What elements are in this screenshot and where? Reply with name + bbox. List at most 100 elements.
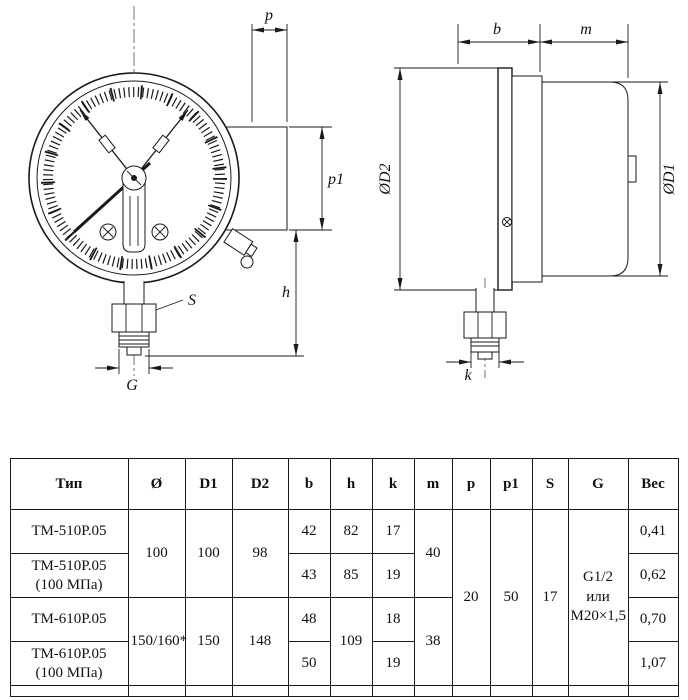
cell-diameter: 100 bbox=[127, 509, 186, 598]
cell-k: 18 bbox=[371, 597, 415, 642]
cell-h: 109 bbox=[329, 597, 373, 686]
dial-inner-ring bbox=[36, 80, 232, 276]
cell-ves: 1,07 bbox=[627, 641, 679, 686]
side-fitting-tip bbox=[477, 351, 493, 360]
cell-h: 85 bbox=[329, 553, 373, 598]
cell-b: 42 bbox=[287, 509, 331, 554]
cell-k: 19 bbox=[371, 553, 415, 598]
side-hex-nut bbox=[463, 311, 507, 339]
cell-p: 20 bbox=[451, 509, 491, 686]
col-header-p: p bbox=[451, 458, 491, 510]
cell-b: 43 bbox=[287, 553, 331, 598]
dim-label-g: G bbox=[126, 377, 138, 394]
hex-nut bbox=[111, 303, 157, 333]
col-header-s: S bbox=[531, 458, 569, 510]
col-header-k: k bbox=[371, 458, 415, 510]
cell-type: ТМ-510Р.05 bbox=[9, 509, 129, 554]
cable-gland bbox=[223, 227, 258, 258]
table-row: ТМ-510Р.05 100 100 98 42 82 17 40 20 50 … bbox=[9, 509, 679, 686]
gland-step bbox=[244, 243, 258, 258]
screw-left-cross2 bbox=[102, 226, 114, 238]
table-row: ТМ-610Р.05 (100 МПа) 50 19 1,07 bbox=[9, 641, 679, 686]
cell-p1: 50 bbox=[489, 509, 533, 686]
cell-diameter: 150/160* bbox=[127, 597, 187, 686]
cell-b: 50 bbox=[287, 641, 331, 686]
cell-m: 40 bbox=[413, 509, 453, 598]
cell-d2: 98 bbox=[231, 509, 289, 598]
cell-d1: 100 bbox=[184, 509, 233, 598]
fitting-tip bbox=[126, 346, 142, 356]
dim-label-h: h bbox=[282, 284, 290, 301]
drawing-canvas: p p1 h S G bbox=[28, 6, 678, 394]
col-header-g: G bbox=[567, 458, 629, 510]
dial-major-ticks bbox=[41, 85, 227, 271]
col-header-type: Тип bbox=[9, 458, 129, 510]
col-header-diameter: Ø bbox=[127, 458, 186, 510]
table-row-cutoff bbox=[9, 685, 679, 697]
dim-label-s: S bbox=[188, 292, 196, 309]
dim-s-leader bbox=[155, 299, 184, 311]
movement-bracket bbox=[122, 178, 146, 253]
gland-entry bbox=[240, 255, 254, 269]
empty-cell bbox=[413, 685, 453, 697]
cell-type: ТМ-610Р.05 (100 МПа) bbox=[9, 641, 129, 686]
neck-fill bbox=[124, 281, 144, 304]
case-screw-cross2 bbox=[503, 218, 511, 226]
back-terminal bbox=[627, 155, 637, 183]
dim-label-b: b bbox=[493, 21, 501, 38]
empty-cell bbox=[329, 685, 373, 697]
cell-d1: 150 bbox=[184, 597, 233, 686]
setpoint-knob-left bbox=[98, 134, 116, 154]
col-header-m: m bbox=[413, 458, 453, 510]
cell-b: 48 bbox=[287, 597, 331, 642]
dim-label-k: k bbox=[464, 367, 472, 384]
empty-cell bbox=[489, 685, 533, 697]
gauge-side-view: b m ØD2 ØD1 bbox=[377, 21, 678, 384]
col-header-p1: p1 bbox=[489, 458, 533, 510]
hub-axis bbox=[131, 175, 137, 181]
dim-label-p: p bbox=[264, 7, 273, 24]
gauge-front-view: p p1 h S G bbox=[28, 6, 344, 394]
cell-k: 19 bbox=[371, 641, 415, 686]
empty-cell bbox=[9, 685, 129, 697]
dim-label-m: m bbox=[580, 21, 592, 38]
cell-type: ТМ-510Р.05 (100 МПа) bbox=[9, 553, 129, 598]
col-header-d1: D1 bbox=[184, 458, 233, 510]
case-front bbox=[511, 75, 543, 283]
col-header-ves: Вес bbox=[627, 458, 679, 510]
empty-cell bbox=[184, 685, 233, 697]
cell-k: 17 bbox=[371, 509, 415, 554]
side-thread bbox=[470, 337, 500, 353]
cell-d2: 148 bbox=[231, 597, 289, 686]
dim-label-p1: p1 bbox=[327, 171, 344, 188]
empty-cell bbox=[627, 685, 679, 697]
setpoint-knob-right bbox=[152, 134, 170, 154]
screw-right-cross2 bbox=[154, 226, 166, 238]
cell-m: 38 bbox=[413, 597, 453, 686]
dim-label-d2: ØD2 bbox=[377, 163, 394, 195]
empty-cell bbox=[371, 685, 415, 697]
side-neck-fill bbox=[476, 288, 494, 312]
table-row: ТМ-610Р.05 150/160* 150 148 48 109 18 38… bbox=[9, 597, 679, 686]
empty-cell bbox=[451, 685, 491, 697]
header-row: Тип Ø D1 D2 b h k m p p1 S G Вес bbox=[9, 458, 679, 510]
empty-cell bbox=[567, 685, 629, 697]
col-header-d2: D2 bbox=[231, 458, 289, 510]
spec-table: Тип Ø D1 D2 b h k m p p1 S G Вес ТМ-510Р… bbox=[9, 458, 679, 697]
empty-cell bbox=[231, 685, 289, 697]
cell-h: 82 bbox=[329, 509, 373, 554]
cell-ves: 0,70 bbox=[627, 597, 679, 642]
col-header-b: b bbox=[287, 458, 331, 510]
cell-ves: 0,62 bbox=[627, 553, 679, 598]
empty-cell bbox=[287, 685, 331, 697]
cell-s: 17 bbox=[531, 509, 569, 686]
cell-ves: 0,41 bbox=[627, 509, 679, 554]
empty-cell bbox=[127, 685, 186, 697]
cell-type: ТМ-610Р.05 bbox=[9, 597, 129, 642]
col-header-h: h bbox=[329, 458, 373, 510]
thread-fitting bbox=[118, 331, 150, 348]
case-back bbox=[541, 81, 629, 277]
cell-g: G1/2 или М20×1,5 bbox=[567, 509, 629, 686]
bezel-ring bbox=[497, 67, 513, 291]
